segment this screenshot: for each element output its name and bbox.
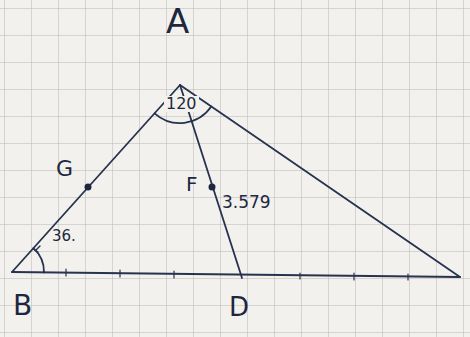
tick-mark: [353, 273, 354, 280]
angle-label: 120: [164, 96, 199, 112]
point-label: B: [13, 292, 32, 320]
point-label: F: [186, 174, 198, 194]
angle-arc-b: [33, 248, 44, 272]
point-f: [209, 184, 216, 191]
tick-mark: [173, 271, 174, 278]
point-label: D: [229, 294, 249, 320]
angle-label: 36.: [52, 229, 76, 244]
segment-ad: [180, 85, 242, 278]
tick-mark: [299, 273, 300, 279]
tick-mark: [407, 274, 408, 280]
tick-mark: [65, 269, 66, 276]
point-label: G: [56, 158, 73, 180]
side-ac: [180, 85, 460, 277]
arc-tick: [33, 246, 40, 252]
length-label: 3.579: [222, 194, 271, 211]
point-label: A: [166, 4, 189, 38]
side-bc: [12, 272, 460, 277]
point-g: [85, 184, 92, 191]
tick-mark: [119, 270, 120, 277]
